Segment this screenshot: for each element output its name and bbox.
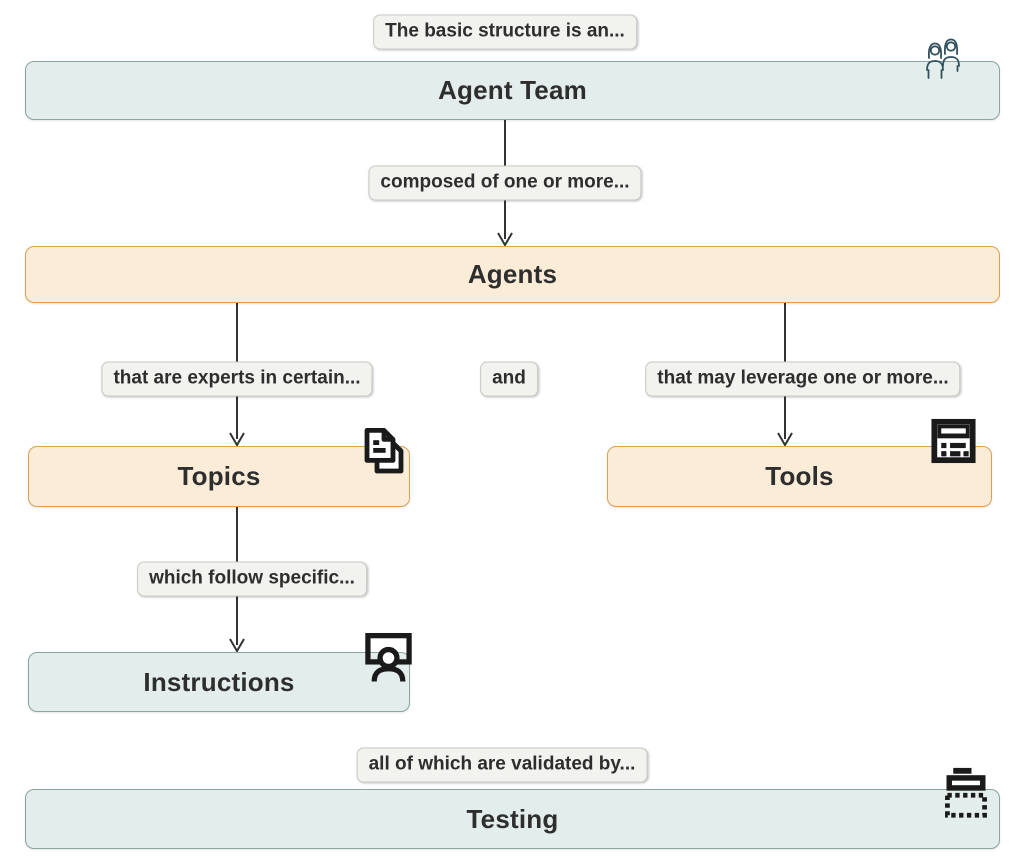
arrowhead-topics [229, 432, 245, 447]
node-agents: Agents [25, 246, 1000, 303]
team-icon [926, 38, 960, 79]
node-instructions: Instructions [28, 652, 410, 712]
edge-label-experts: that are experts in certain... [101, 361, 373, 397]
edge-label-validated: all of which are validated by... [356, 747, 648, 783]
edge-label-follow: which follow specific... [137, 561, 367, 597]
arrowhead-instructions [229, 638, 245, 653]
arrowhead-tools [777, 432, 793, 447]
arrowhead-agents [497, 232, 513, 247]
node-tools: Tools [607, 446, 992, 507]
node-topics-label: Topics [177, 461, 261, 491]
list-icon [931, 418, 976, 464]
documents-icon [364, 428, 404, 474]
edge-label-intro: The basic structure is an... [373, 14, 637, 50]
edge-label-composed: composed of one or more... [368, 165, 642, 201]
node-instructions-label: Instructions [143, 666, 295, 697]
test-dashed-icon [945, 767, 987, 818]
node-topics: Topics [28, 446, 410, 507]
node-testing-label: Testing [466, 803, 559, 834]
node-agent-team-label: Agent Team [438, 75, 587, 105]
node-agent-team: Agent Team [25, 61, 1000, 120]
edge-label-leverage: that may leverage one or more... [645, 361, 961, 397]
node-testing: Testing [25, 789, 1000, 849]
node-tools-label: Tools [765, 461, 834, 491]
presenter-icon [365, 632, 412, 682]
edge-label-and: and [480, 361, 538, 397]
node-agents-label: Agents [467, 259, 558, 289]
